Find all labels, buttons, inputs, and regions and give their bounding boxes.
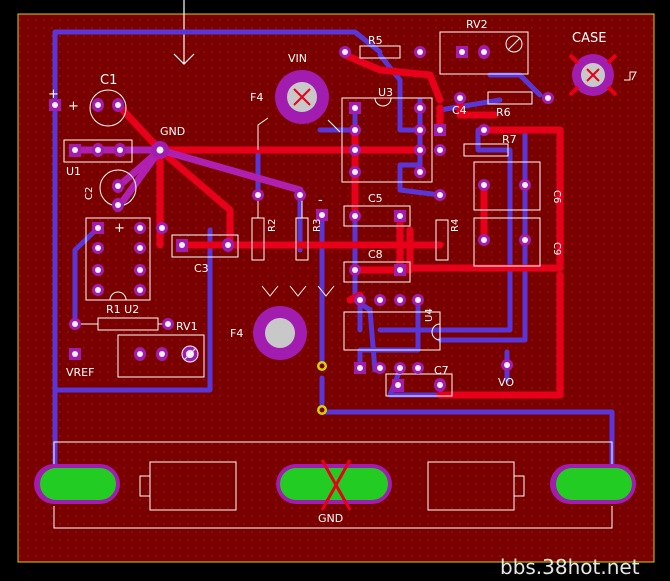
pad-group-u1 (69, 143, 126, 157)
label-r4: R4 (450, 219, 461, 232)
label-r6: R6 (496, 106, 511, 119)
test-points (317, 361, 327, 415)
label-gnd-center: GND (160, 125, 185, 138)
pad-group-r5 (339, 46, 426, 58)
pad-group-r7 (478, 124, 531, 246)
label-u4: U4 (424, 308, 435, 322)
silk-labels: C1 + + GND U1 C2 + C3 R1 U2 RV1 VREF R5 … (48, 18, 606, 525)
watermark: bbs.38hot.net (500, 555, 640, 579)
pad-group-rv2 (456, 35, 523, 59)
f4-bottom-pad (253, 306, 307, 360)
label-plus-left: + (48, 87, 59, 102)
label-f4-top: F4 (250, 91, 263, 104)
pad-group-c3 (176, 238, 234, 252)
label-u1: U1 (66, 165, 81, 178)
pad-group-c5-c8 (349, 210, 406, 276)
label-rv2: RV2 (466, 18, 488, 31)
vin-pad (275, 70, 329, 124)
label-u3: U3 (378, 86, 393, 99)
label-gnd-bottom: GND (318, 512, 343, 525)
label-r3: R3 (312, 219, 323, 232)
label-c6: C6 (551, 190, 562, 203)
label-r7: R7 (502, 133, 517, 146)
pad-group-u4 (354, 294, 424, 374)
label-case: CASE (572, 31, 606, 46)
label-vo: VO (498, 376, 514, 389)
label-r1u2: R1 U2 (106, 303, 139, 316)
label-c7: C7 (434, 364, 449, 377)
label-c8: C8 (368, 248, 383, 261)
label-r2: R2 (267, 219, 278, 232)
label-rv1: RV1 (176, 320, 198, 333)
label-f4-bottom: F4 (230, 327, 243, 340)
label-c4: C4 (452, 104, 467, 117)
label-c2: C2 (84, 187, 95, 200)
connector-pads (34, 459, 636, 511)
pad-group-u2 (92, 222, 168, 296)
label-minus: - (318, 193, 323, 208)
label-plus-c2: + (114, 221, 125, 236)
pad-group-rv1 (69, 345, 199, 363)
label-c3: C3 (194, 262, 209, 275)
label-plus-c1: + (68, 99, 79, 114)
pad-group-r2-r3 (252, 189, 328, 221)
pad-group-r1 (69, 318, 174, 330)
label-r5: R5 (368, 34, 383, 47)
pad-group-u3 (349, 102, 426, 178)
pad-group-vo (501, 359, 513, 371)
case-pad (568, 53, 637, 97)
label-vref: VREF (66, 366, 94, 379)
label-c1: C1 (100, 73, 117, 88)
pads (49, 35, 554, 415)
pad-group-c1 (49, 98, 124, 112)
pad-group-c4 (434, 124, 446, 201)
silkscreen (53, 31, 613, 529)
label-vin: VIN (288, 52, 307, 65)
label-c5: C5 (368, 192, 383, 205)
pad-group-c7 (392, 378, 446, 392)
label-c9: C9 (551, 242, 562, 255)
pad-group-r6 (454, 92, 554, 104)
pad-group-c2 (112, 179, 124, 212)
